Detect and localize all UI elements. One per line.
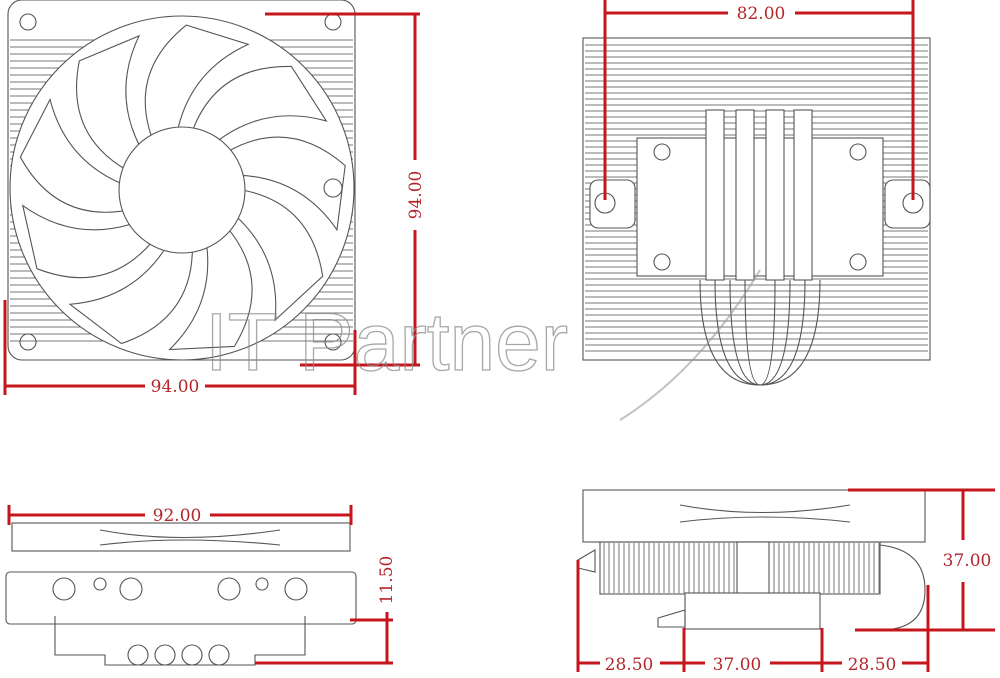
- fan-blade: [144, 24, 250, 139]
- dimension-94-width: 94.00: [3, 300, 357, 397]
- heatpipe: [793, 109, 813, 281]
- label-offset-right-28-50: 28.50: [848, 655, 897, 675]
- heatpipe: [705, 109, 725, 281]
- mounting-bracket: [54, 616, 306, 666]
- fan-blade: [68, 247, 193, 345]
- watermark-swoosh-icon: [619, 269, 761, 421]
- fan-blade: [168, 227, 253, 351]
- fan-blades: [19, 24, 346, 351]
- heatsink-fins: [599, 541, 881, 595]
- fan-top-view: 94.00 94.00: [3, 0, 426, 397]
- fan-blade: [19, 98, 127, 213]
- fan-blade-profile: [679, 504, 851, 523]
- heatsink-body: [5, 571, 357, 625]
- heatpipe-bend: [879, 544, 926, 631]
- dimension-94-height: 94.00: [265, 12, 426, 367]
- heatpipe: [765, 109, 785, 281]
- front-view: 92.00 11.50: [5, 505, 397, 666]
- heatpipe-ends: [52, 577, 308, 601]
- fan-blade: [235, 189, 324, 322]
- dimension-92: 92.00: [7, 505, 353, 526]
- base-lip: [657, 609, 686, 628]
- fan-blade: [227, 136, 346, 232]
- spring: [736, 541, 770, 598]
- heatpipe-tip: [577, 549, 596, 573]
- heatsink-top-view: 82.00: [582, 0, 931, 386]
- label-width-94: 94.00: [151, 377, 200, 397]
- label-base-37: 37.00: [713, 655, 762, 675]
- label-clearance-11-50: 11.50: [377, 556, 397, 605]
- dimension-11-50: 11.50: [255, 556, 397, 665]
- dimension-bottom-offsets: 28.50 37.00 28.50: [576, 560, 930, 675]
- fan-blade-profile: [99, 529, 281, 546]
- label-height-94: 94.00: [406, 171, 426, 220]
- watermark-text: IT Partner: [205, 297, 568, 388]
- corner-screw-icons: [19, 13, 343, 351]
- label-offset-left-28-50: 28.50: [605, 655, 654, 675]
- fan-side: [582, 489, 926, 543]
- fan-side: [11, 522, 351, 552]
- dimension-37-height: 37.00: [848, 488, 995, 632]
- fan-hub: [118, 126, 246, 254]
- mounting-block: [636, 137, 884, 277]
- heatpipe: [735, 109, 755, 281]
- block-screw-icons: [653, 143, 867, 271]
- fan-blade: [191, 65, 328, 142]
- fan-blade: [21, 204, 153, 279]
- base-heatpipes: [127, 644, 230, 666]
- fan-blade: [76, 34, 141, 171]
- label-width-92: 92.00: [153, 506, 202, 526]
- label-height-37: 37.00: [943, 551, 992, 571]
- label-mount-spacing-82: 82.00: [737, 4, 786, 24]
- dimension-82: 82.00: [603, 0, 915, 200]
- heatpipe-loop: [744, 279, 776, 386]
- watermark: IT Partner: [204, 269, 761, 421]
- base-plate: [684, 592, 821, 630]
- heatpipes: [699, 109, 821, 386]
- side-view: 37.00 28.50 37.00 28.50: [576, 488, 995, 675]
